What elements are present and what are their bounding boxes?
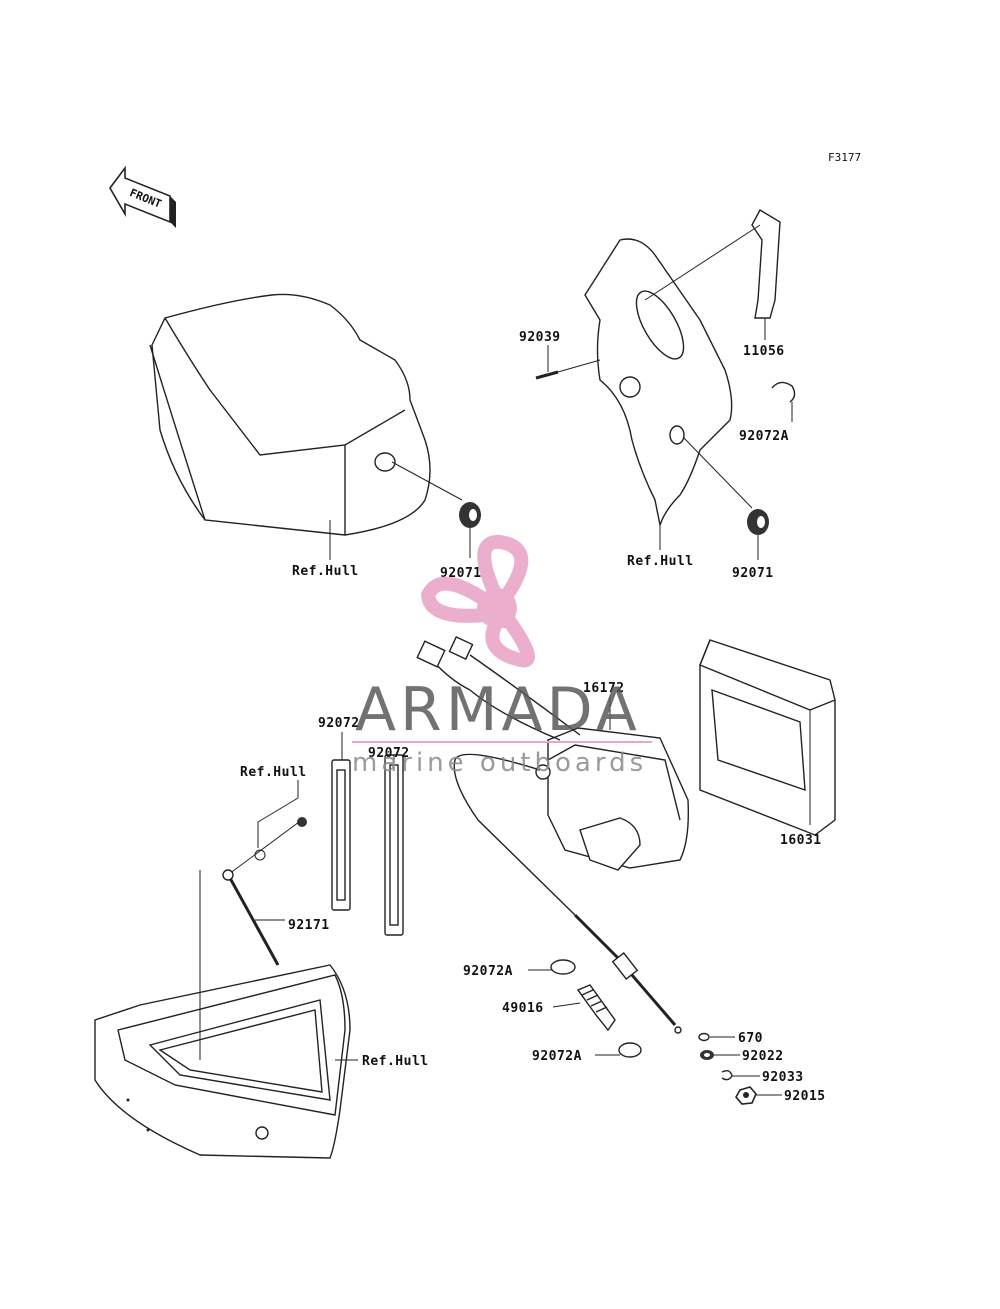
front-arrow-icon: FRONT xyxy=(109,165,176,228)
label-92072-a: 92072 xyxy=(318,716,360,731)
label-49016: 49016 xyxy=(502,1001,544,1016)
label-11056: 11056 xyxy=(743,344,785,359)
label-ref-hull-mid: Ref.Hull xyxy=(240,765,307,780)
clamp-92072A-mid xyxy=(528,959,576,975)
label-92171: 92171 xyxy=(288,918,330,933)
grommet-92071-right xyxy=(747,509,769,560)
armada-logo-icon xyxy=(421,535,535,668)
label-92072A-low: 92072A xyxy=(532,1049,582,1064)
label-ref-hull-seat: Ref.Hull xyxy=(292,564,359,579)
label-92022: 92022 xyxy=(742,1049,784,1064)
label-92072-b: 92072 xyxy=(368,746,410,761)
clamp-92072A-low xyxy=(595,1042,642,1058)
label-92015: 92015 xyxy=(784,1089,826,1104)
ring-670 xyxy=(698,1032,735,1042)
label-ref-hull-cover: Ref.Hull xyxy=(627,554,694,569)
label-16031: 16031 xyxy=(780,833,822,848)
bracket-11056 xyxy=(644,209,781,340)
label-670: 670 xyxy=(738,1031,763,1046)
pin-92039 xyxy=(535,345,601,380)
washer-92033 xyxy=(721,1069,760,1081)
strap-92072-a xyxy=(331,732,351,911)
seat-part xyxy=(149,293,463,560)
washer-92022 xyxy=(700,1050,740,1060)
grommet-92071-left xyxy=(459,502,481,558)
label-16172: 16172 xyxy=(583,681,625,696)
strap-92072-b xyxy=(384,754,404,936)
label-92072A-mid: 92072A xyxy=(463,964,513,979)
watermark-tagline: marine outboards xyxy=(352,748,647,778)
label-92071-right: 92071 xyxy=(732,566,774,581)
figure-code: F3177 xyxy=(828,151,861,164)
label-92033: 92033 xyxy=(762,1070,804,1085)
label-ref-hull-bottom: Ref.Hull xyxy=(362,1054,429,1069)
side-cover-part xyxy=(584,238,753,550)
watermark-brand: ARMADA xyxy=(355,675,641,745)
lower-hull xyxy=(94,870,358,1159)
battery-case-16031 xyxy=(699,639,836,836)
label-92072A-top: 92072A xyxy=(739,429,789,444)
boot-49016 xyxy=(552,984,616,1032)
label-92039: 92039 xyxy=(519,330,561,345)
hull-bolt-set xyxy=(222,780,307,966)
clamp-92072A-top xyxy=(771,381,796,422)
cable-assembly xyxy=(573,913,682,1034)
actuator-16172 xyxy=(416,636,690,916)
nut-92015 xyxy=(735,1086,782,1105)
